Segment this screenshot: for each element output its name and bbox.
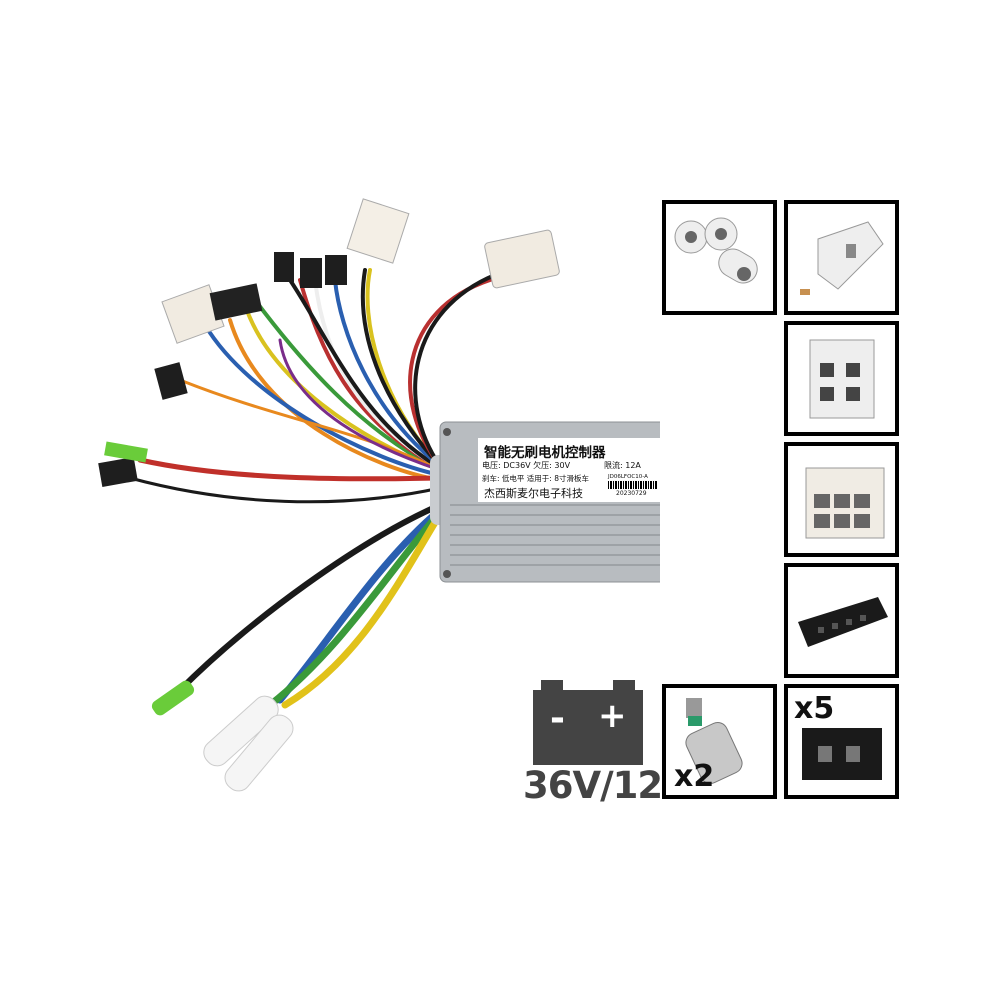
3-pin-sm-connector-icon [802, 728, 882, 780]
connector-box-6pin [784, 442, 899, 557]
barcode [608, 481, 658, 489]
controller-photo [98, 198, 660, 792]
label-current: 限流: 12A [604, 461, 641, 470]
qty-bullet-terminal: x2 [674, 759, 715, 794]
bullet-connector-icon [674, 217, 758, 284]
label-brake: 刹车: 低电平 适用于: 8寸滑板车 [482, 474, 589, 483]
6-pin-sm-connector-icon [798, 597, 888, 647]
label-manufacturer: 杰西斯麦尔电子科技 [484, 487, 583, 500]
connector-box-4pin [784, 321, 899, 436]
label-date: 20230729 [616, 490, 647, 497]
connector-box-bullet-terminal: x2 [662, 684, 777, 799]
connector-box-single-pin [784, 200, 899, 315]
label-title: 智能无刷电机控制器 [484, 445, 606, 461]
connector-box-3pin-sm: x5 [784, 684, 899, 799]
bullet-terminal-icon [685, 698, 743, 784]
4-pin-housing-icon [809, 339, 875, 419]
6-pin-housing-icon [805, 467, 885, 539]
connector-box-6pin-sm [784, 563, 899, 678]
connector-box-bullet [662, 200, 777, 315]
battery-minus: - [550, 698, 565, 739]
battery-plus: + [598, 696, 627, 736]
battery-icon [533, 680, 643, 765]
controller-label: 智能无刷电机控制器 电压: DC36V 欠压: 30V 限流: 12A 刹车: … [478, 438, 662, 502]
single-pin-housing-icon [800, 221, 884, 295]
label-voltage: 电压: DC36V 欠压: 30V [482, 461, 571, 470]
qty-3pin-sm: x5 [794, 691, 835, 726]
label-model: JD06LFOC10-A [608, 474, 648, 480]
